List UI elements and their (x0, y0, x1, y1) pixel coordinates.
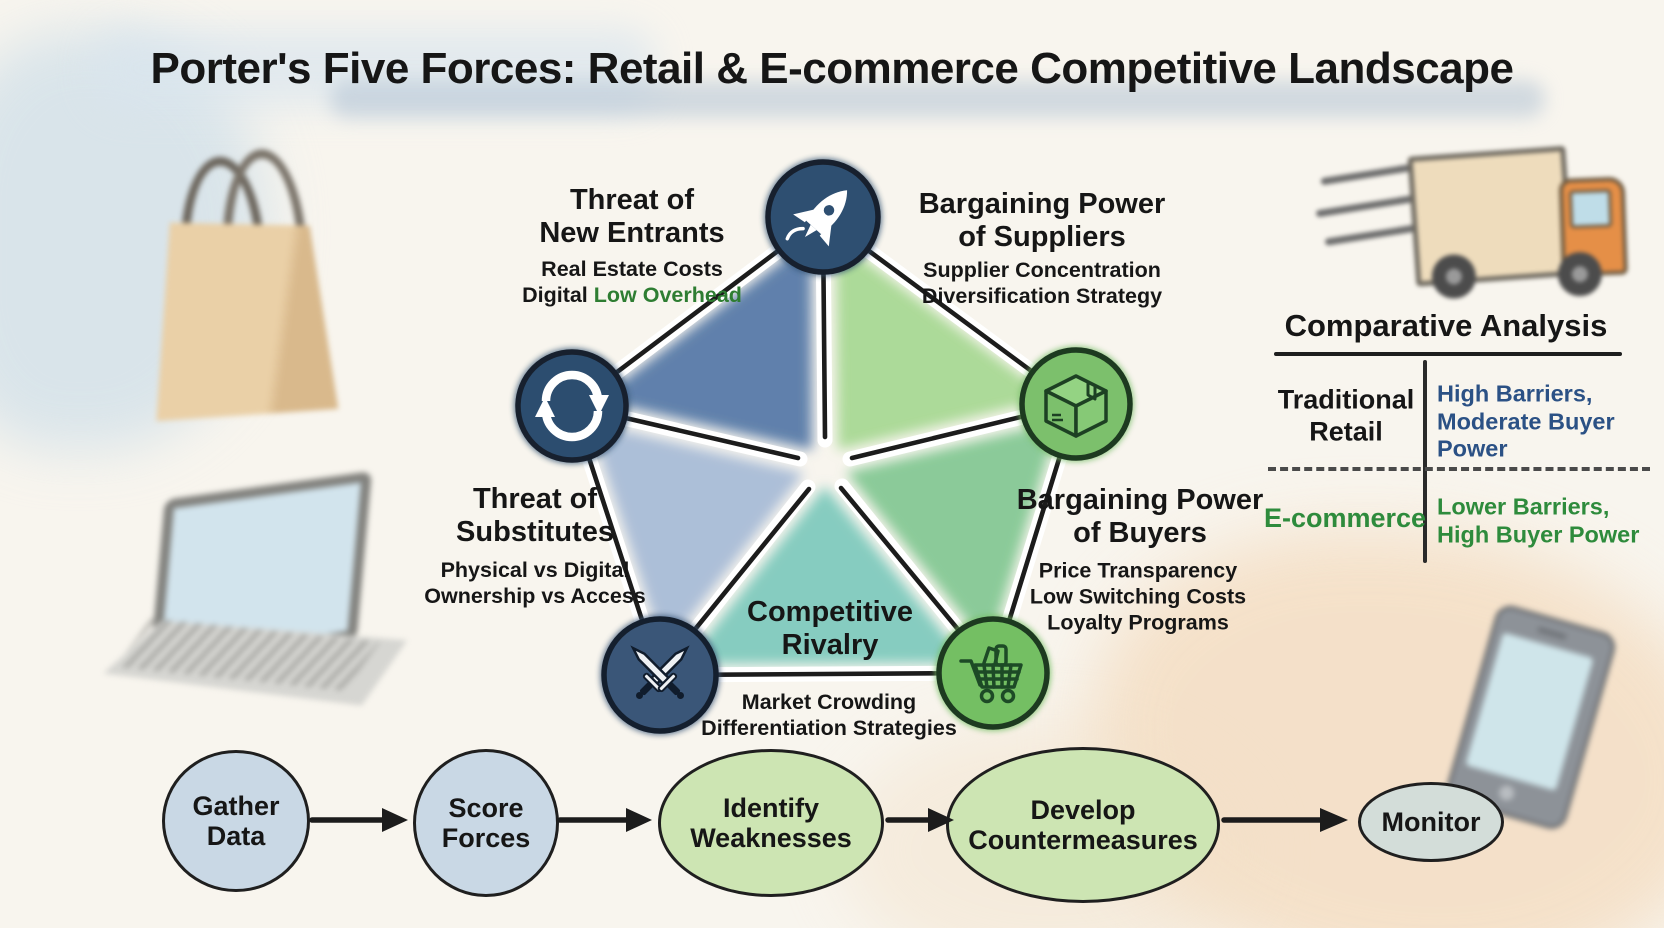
arrowhead-icon (626, 808, 652, 832)
process-step-monitor: Monitor (1358, 782, 1504, 862)
heading-underline (1274, 352, 1622, 356)
rocket-icon (785, 190, 848, 247)
speed-line (1324, 218, 1453, 246)
crossed-swords-icon (630, 645, 690, 700)
row-divider-dashed (1268, 467, 1650, 471)
arrowhead-icon (1320, 808, 1348, 832)
comparison-row-label: Traditional Retail (1277, 384, 1415, 447)
package-box-icon (1044, 374, 1108, 438)
process-step-identify-weaknesses: Identify Weaknesses (658, 749, 884, 897)
truck-wheel (1431, 253, 1477, 300)
truck-cab (1558, 176, 1628, 277)
comparison-row-value: High Barriers, Moderate Buyer Power (1437, 380, 1615, 462)
suppliers-title: Bargaining Power of Suppliers (918, 188, 1166, 253)
speed-line (1315, 187, 1465, 218)
comparison-row-value: Lower Barriers, High Buyer Power (1437, 493, 1640, 547)
bag-body (146, 217, 339, 421)
laptop-illustration (94, 471, 416, 729)
process-step-develop-countermeasures: Develop Countermeasures (946, 747, 1220, 903)
new-entrants-details: Real Estate Costs Digital Low Overhead (522, 257, 742, 307)
bag-handle-icon (177, 155, 265, 260)
column-divider (1423, 360, 1427, 563)
substitutes-node (514, 348, 630, 464)
comparison-heading: Comparative Analysis (1284, 308, 1608, 343)
truck-wheel (1557, 251, 1603, 297)
comparison-row-label: E-commerce (1263, 502, 1427, 533)
shopping-bag-illustration (143, 147, 347, 422)
highlighted-detail: Low Overhead (593, 283, 742, 307)
process-step-gather-data: Gather Data (162, 750, 310, 892)
shopping-cart-icon (959, 644, 1023, 704)
buyers-title: Bargaining Power of Buyers (1016, 484, 1264, 549)
delivery-truck-illustration (1315, 131, 1628, 313)
arrowhead-icon (382, 808, 408, 832)
buyers-details: Price Transparency Low Switching Costs L… (1029, 558, 1247, 634)
phone-home-button (1497, 783, 1516, 803)
substitutes-title: Threat of Substitutes (456, 483, 614, 548)
truck-cargo-box (1407, 145, 1575, 287)
page-title: Porter's Five Forces: Retail & E-commerc… (150, 44, 1515, 93)
process-step-score-forces: Score Forces (413, 749, 559, 897)
truck-window (1568, 189, 1613, 229)
speed-line (1320, 159, 1439, 186)
bag-handle-icon (219, 147, 307, 258)
laptop-screen (149, 471, 372, 669)
phone-speaker (1536, 626, 1568, 640)
laptop-keyboard (115, 618, 380, 691)
rivalry-details: Market Crowding Differentiation Strategi… (701, 690, 957, 740)
rivalry-title: Competitive Rivalry (747, 596, 913, 661)
substitutes-details: Physical vs Digital Ownership vs Access (424, 558, 646, 608)
phone-screen (1465, 632, 1594, 791)
laptop-base (101, 608, 411, 719)
new-entrants-node (764, 158, 882, 276)
refresh-cycle-icon (535, 370, 609, 442)
suppliers-details: Supplier Concentration Diversification S… (921, 258, 1163, 308)
suppliers-node (1018, 346, 1134, 462)
new-entrants-title: Threat of New Entrants (539, 184, 725, 249)
